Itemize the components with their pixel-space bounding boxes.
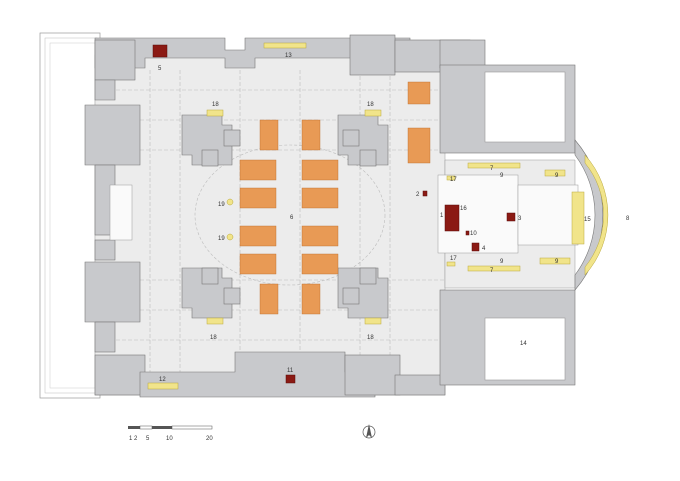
scale-tick-5: 5 (146, 436, 150, 442)
pew (239, 159, 277, 181)
pew (259, 119, 279, 151)
label-17-bottom: 17 (450, 256, 457, 262)
sanctuary (437, 64, 609, 386)
pew (301, 159, 339, 181)
label-18-ne: 18 (367, 102, 374, 108)
scale-bar: 1 2 5 10 20 (128, 425, 213, 442)
pew (301, 187, 339, 209)
room-labels: 1 2 3 4 5 6 7 7 8 9 9 9 9 10 11 12 13 14… (158, 53, 630, 383)
pew (239, 253, 277, 275)
west-wall (84, 79, 141, 353)
label-19-top: 19 (218, 202, 225, 208)
scale-tick-10: 10 (166, 436, 173, 442)
label-7-bottom: 7 (490, 268, 494, 274)
label-6: 6 (290, 215, 294, 221)
label-4: 4 (482, 246, 486, 252)
pew (301, 119, 321, 151)
label-1: 1 (440, 213, 444, 219)
south-wall (94, 351, 446, 398)
label-7-top: 7 (490, 166, 494, 172)
pew (239, 187, 277, 209)
scale-tick-20: 20 (206, 436, 213, 442)
nave-floor (94, 54, 446, 396)
label-9d: 9 (555, 259, 559, 265)
pew (301, 283, 321, 315)
nave-grid (110, 70, 445, 380)
label-12: 12 (159, 377, 166, 383)
label-18-sw: 18 (210, 335, 217, 341)
label-18-nw: 18 (212, 102, 219, 108)
label-8: 8 (626, 216, 630, 222)
yellow-features (147, 42, 585, 390)
label-3: 3 (518, 216, 522, 222)
label-10: 10 (470, 231, 477, 237)
label-15: 15 (584, 217, 591, 223)
label-9b: 9 (555, 173, 559, 179)
pews (239, 81, 431, 315)
label-17-top: 17 (450, 177, 457, 183)
red-features (152, 44, 516, 384)
pew (259, 283, 279, 315)
pew (407, 127, 431, 164)
label-9a: 9 (500, 173, 504, 179)
north-arrow-icon (362, 424, 376, 439)
scale-tick-1-2: 1 2 (129, 436, 138, 442)
label-13: 13 (285, 53, 292, 59)
label-5: 5 (158, 66, 162, 72)
label-14: 14 (520, 341, 527, 347)
label-2: 2 (416, 192, 420, 198)
label-19-bottom: 19 (218, 236, 225, 242)
label-11: 11 (287, 368, 294, 374)
pillars (181, 114, 389, 319)
label-9c: 9 (500, 259, 504, 265)
pew (301, 225, 339, 247)
pew (407, 81, 431, 105)
pew (301, 253, 339, 275)
label-18-se: 18 (367, 335, 374, 341)
label-16: 16 (460, 206, 467, 212)
pew (239, 225, 277, 247)
left-terrace (39, 32, 101, 399)
